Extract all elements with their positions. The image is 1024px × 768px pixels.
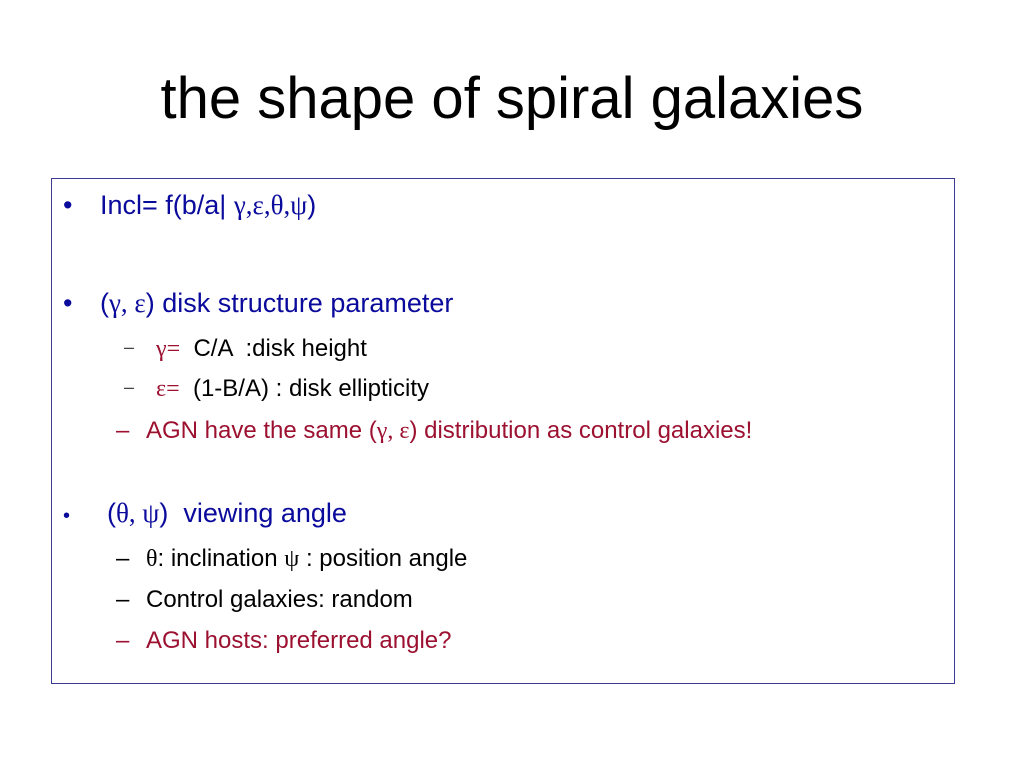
sub-bullet-text: : inclination	[157, 545, 285, 572]
sub-bullet-agn-preferred: AGN hosts: preferred angle?	[146, 627, 452, 655]
greek-symbols: γ,ε,θ,ψ	[233, 190, 308, 220]
greek-symbols: ε=	[156, 376, 180, 402]
sub-bullet-text: AGN have the same (	[146, 417, 377, 444]
slide-title: the shape of spiral galaxies	[160, 66, 864, 131]
bullet-marker: •	[63, 190, 73, 220]
sub-bullet-marker: –	[124, 337, 135, 357]
sub-bullet-agn-distribution: AGN have the same (γ, ε) distribution as…	[146, 417, 752, 445]
sub-bullet-text: C/A :disk height	[180, 335, 367, 362]
bullet-viewing-angle: (θ, ψ) viewing angle	[107, 498, 347, 529]
sub-bullet-text: Control galaxies: random	[146, 586, 413, 613]
bullet-incl: Incl= f(b/a| γ,ε,θ,ψ)	[100, 190, 316, 221]
sub-bullet-text: : position angle	[299, 545, 468, 572]
bullet-text: )	[307, 190, 317, 220]
sub-bullet-inclination: θ: inclination ψ : position angle	[146, 545, 467, 573]
greek-symbols: γ=	[156, 336, 181, 362]
sub-bullet-marker: –	[116, 627, 130, 654]
content-box: • Incl= f(b/a| γ,ε,θ,ψ) • (γ, ε) disk st…	[51, 178, 955, 684]
sub-bullet-text: (1-B/A) : disk ellipticity	[179, 375, 430, 402]
sub-bullet-text: AGN hosts: preferred angle?	[146, 627, 452, 654]
bullet-text: ) disk structure parameter	[145, 288, 454, 318]
sub-bullet-marker: –	[124, 377, 135, 397]
bullet-marker: •	[63, 288, 73, 318]
bullet-text: ) viewing angle	[159, 498, 347, 528]
sub-bullet-control-random: Control galaxies: random	[146, 586, 413, 614]
sub-bullet-marker: –	[116, 586, 130, 613]
bullet-disk-structure: (γ, ε) disk structure parameter	[100, 288, 453, 319]
sub-bullet-text: ) distribution as control galaxies!	[409, 417, 753, 444]
greek-symbols: γ, ε	[376, 418, 410, 444]
sub-bullet-gamma: γ= C/A :disk height	[156, 335, 367, 363]
greek-symbols: θ	[146, 546, 158, 572]
sub-bullet-marker: –	[116, 545, 130, 572]
bullet-text: (	[107, 498, 116, 528]
bullet-marker: •	[63, 505, 71, 527]
greek-symbols: ψ	[284, 546, 300, 572]
greek-symbols: θ, ψ	[116, 498, 160, 528]
sub-bullet-marker: –	[116, 417, 130, 444]
sub-bullet-epsilon: ε= (1-B/A) : disk ellipticity	[156, 375, 429, 403]
bullet-text: Incl= f(b/a|	[100, 190, 234, 220]
greek-symbols: γ, ε	[109, 288, 146, 318]
bullet-text: (	[100, 288, 109, 318]
